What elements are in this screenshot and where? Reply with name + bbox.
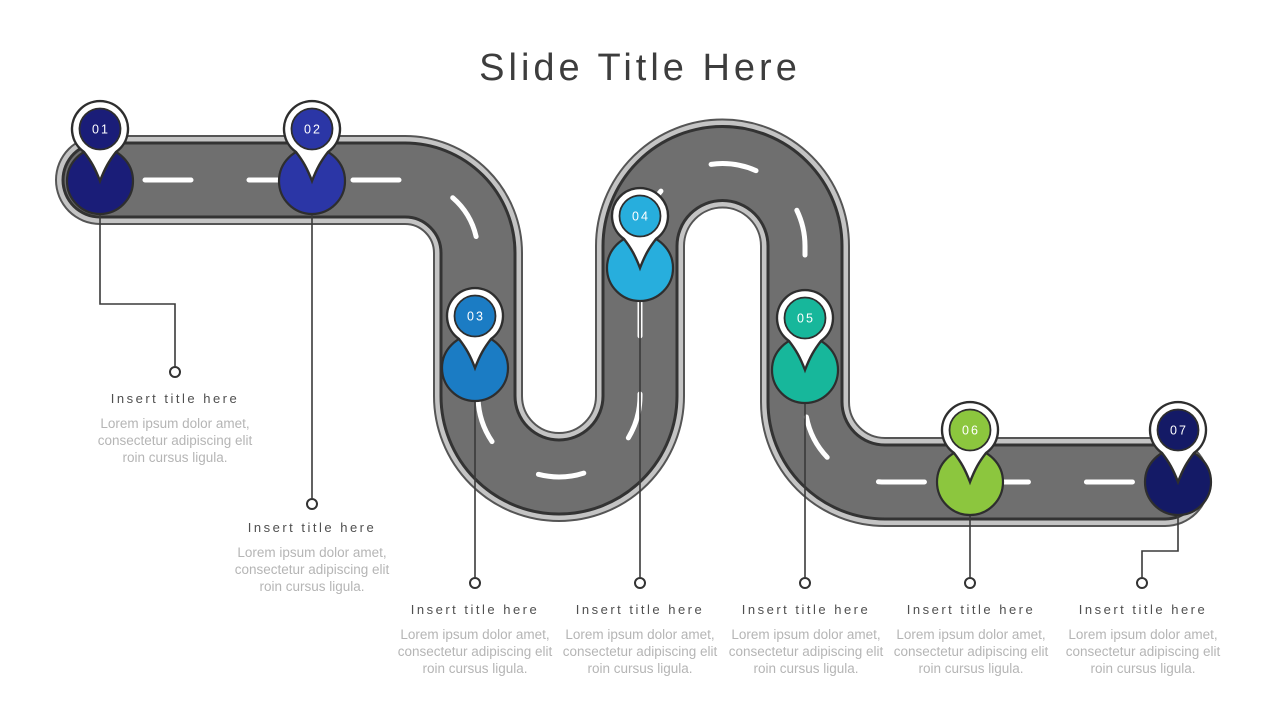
leader-endpoint-2 [306, 498, 318, 510]
slide-title[interactable]: Slide Title Here [479, 47, 801, 89]
milestone-7-body[interactable]: Lorem ipsum dolor amet, consectetur adip… [1065, 627, 1221, 676]
milestone-1-body[interactable]: Lorem ipsum dolor amet, consectetur adip… [97, 416, 253, 465]
pin-05-inner-circle [783, 296, 827, 340]
pin-07-number: 07 [1170, 424, 1188, 438]
milestone-2-title[interactable]: Insert title here [247, 520, 377, 535]
leader-line-7 [1141, 515, 1179, 577]
pin-04-inner-circle [618, 194, 662, 238]
pin-02[interactable]: 02 [277, 99, 347, 216]
milestone-3-body[interactable]: Lorem ipsum dolor amet, consectetur adip… [397, 627, 553, 676]
pin-01[interactable]: 01 [65, 99, 135, 216]
pin-03-inner-circle [453, 294, 497, 338]
pin-01-inner-circle [78, 107, 122, 151]
pin-04-number: 04 [632, 210, 650, 224]
pin-02-number: 02 [304, 123, 322, 137]
leader-lines [99, 214, 1179, 577]
leader-endpoints [169, 366, 1148, 589]
milestone-block-1: Insert title here Lorem ipsum dolor amet… [75, 391, 275, 466]
milestone-5-title[interactable]: Insert title here [741, 602, 871, 617]
milestone-4-title[interactable]: Insert title here [575, 602, 705, 617]
milestone-6-body[interactable]: Lorem ipsum dolor amet, consectetur adip… [893, 627, 1049, 676]
leader-endpoint-7 [1136, 577, 1148, 589]
leader-endpoint-5 [799, 577, 811, 589]
pin-04[interactable]: 04 [605, 186, 675, 303]
pin-01-number: 01 [92, 123, 110, 137]
milestone-3-title[interactable]: Insert title here [410, 602, 540, 617]
pin-05-number: 05 [797, 312, 815, 326]
milestone-2-body[interactable]: Lorem ipsum dolor amet, consectetur adip… [234, 545, 390, 594]
pin-03-number: 03 [467, 310, 485, 324]
milestone-5-body[interactable]: Lorem ipsum dolor amet, consectetur adip… [728, 627, 884, 676]
pin-06-inner-circle [948, 408, 992, 452]
pin-07[interactable]: 07 [1143, 400, 1213, 517]
milestone-block-7: Insert title here Lorem ipsum dolor amet… [1043, 602, 1243, 677]
pin-06-number: 06 [962, 424, 980, 438]
milestone-1-title[interactable]: Insert title here [110, 391, 240, 406]
pin-07-inner-circle [1156, 408, 1200, 452]
pin-05[interactable]: 05 [770, 288, 840, 405]
milestone-4-body[interactable]: Lorem ipsum dolor amet, consectetur adip… [562, 627, 718, 676]
milestone-block-4: Insert title here Lorem ipsum dolor amet… [540, 602, 740, 677]
leader-endpoint-1 [169, 366, 181, 378]
leader-line-1 [99, 214, 176, 366]
milestone-block-6: Insert title here Lorem ipsum dolor amet… [871, 602, 1071, 677]
milestone-6-title[interactable]: Insert title here [906, 602, 1036, 617]
pin-03[interactable]: 03 [440, 286, 510, 403]
milestone-7-title[interactable]: Insert title here [1078, 602, 1208, 617]
pin-02-inner-circle [290, 107, 334, 151]
milestone-block-2: Insert title here Lorem ipsum dolor amet… [212, 520, 412, 595]
milestone-block-3: Insert title here Lorem ipsum dolor amet… [375, 602, 575, 677]
milestone-block-5: Insert title here Lorem ipsum dolor amet… [706, 602, 906, 677]
leader-endpoint-3 [469, 577, 481, 589]
leader-endpoint-6 [964, 577, 976, 589]
pin-06[interactable]: 06 [935, 400, 1005, 517]
leader-endpoint-4 [634, 577, 646, 589]
